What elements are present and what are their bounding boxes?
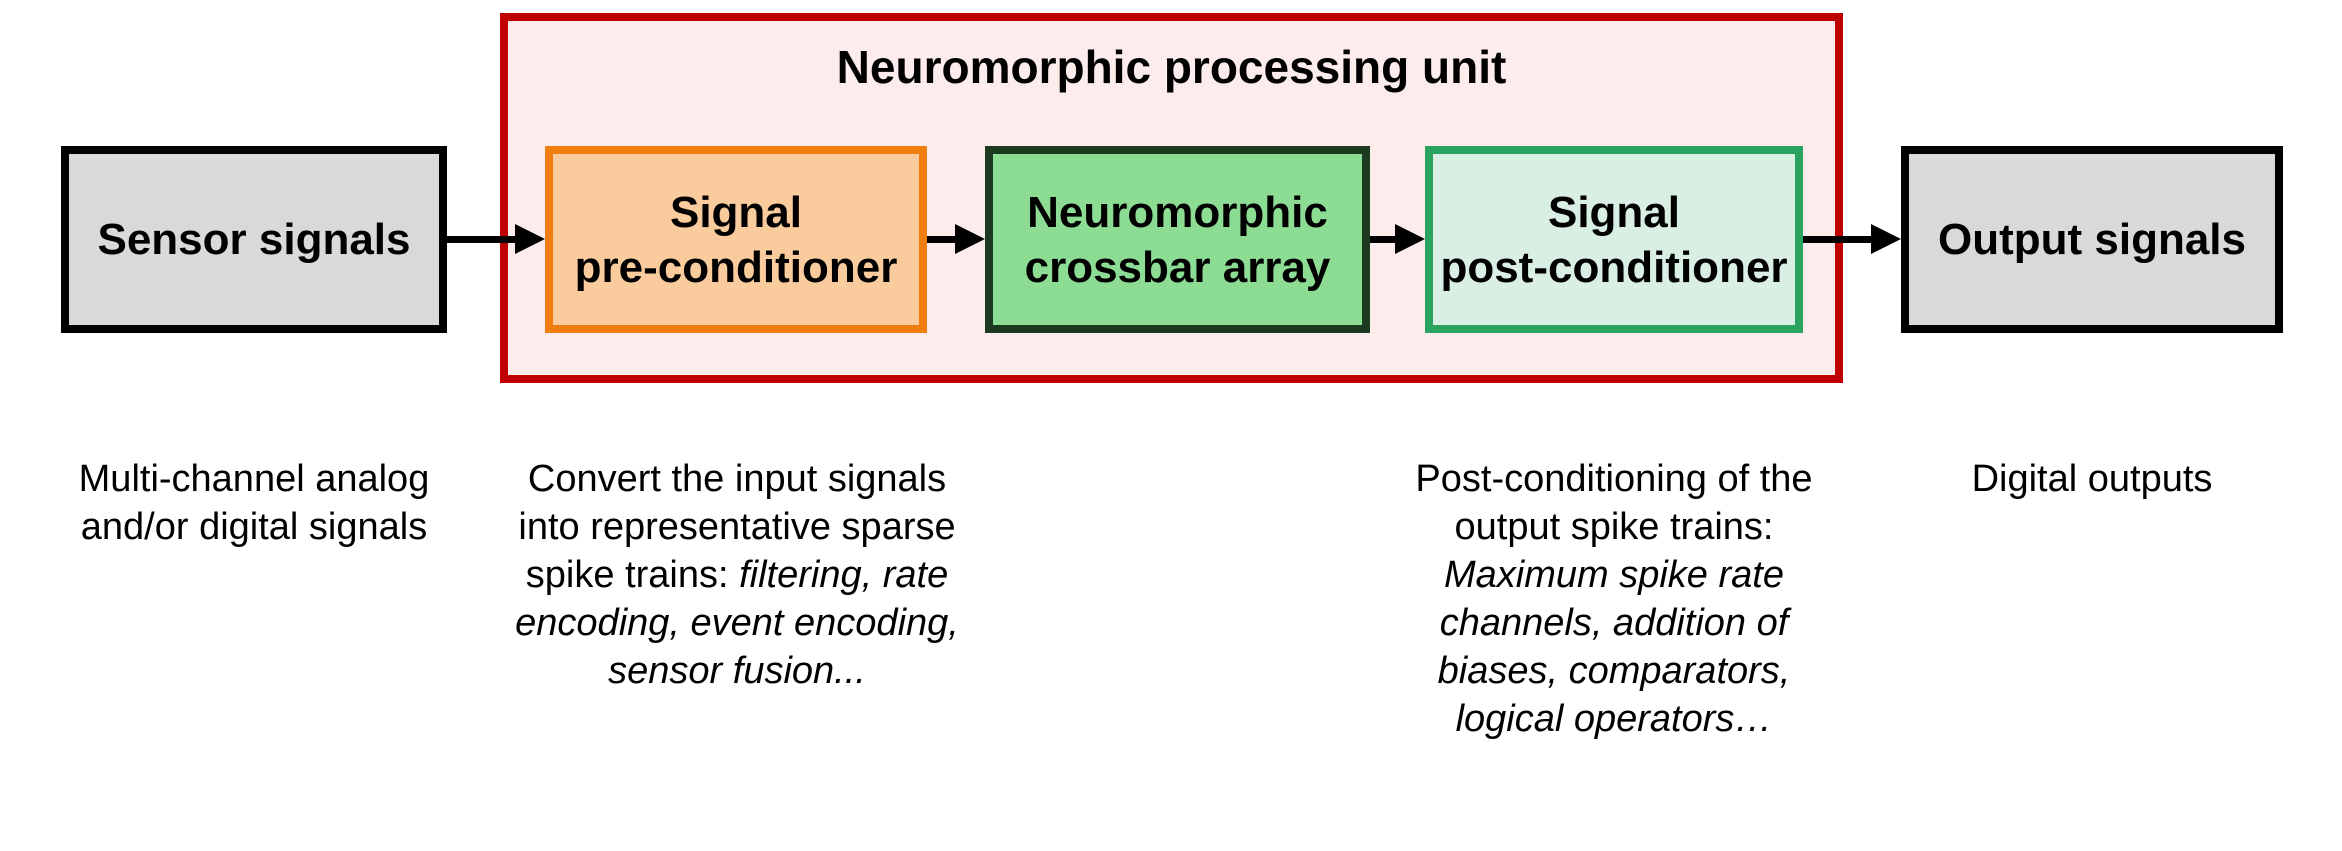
note-line: biases, comparators, bbox=[1437, 650, 1791, 692]
arrow-line bbox=[927, 236, 958, 243]
note-output-signals: Digital outputs bbox=[1842, 455, 2342, 503]
note-line: logical operators… bbox=[1455, 698, 1773, 740]
arrow-right-icon bbox=[515, 224, 545, 254]
note-line: spike trains: filtering, rate bbox=[525, 554, 949, 596]
neuromorphic-processing-unit-title: Neuromorphic processing unit bbox=[836, 41, 1507, 93]
arrow-line bbox=[1370, 236, 1398, 243]
arrow-right-icon bbox=[1871, 224, 1901, 254]
output-signals-box: Output signals bbox=[1901, 146, 2283, 333]
note-line: into representative sparse bbox=[518, 506, 956, 548]
neuromorphic-crossbar-array-box: Neuromorphic crossbar array bbox=[985, 146, 1370, 333]
note-post-conditioner: Post-conditioning of the output spike tra… bbox=[1364, 455, 1864, 743]
note-line: Post-conditioning of the bbox=[1415, 458, 1813, 500]
arrow-right-icon bbox=[1395, 224, 1425, 254]
note-line: channels, addition of bbox=[1439, 602, 1789, 644]
note-line: encoding, event encoding, bbox=[515, 602, 959, 644]
arrow-line bbox=[447, 236, 518, 243]
note-line: and/or digital signals bbox=[80, 506, 428, 548]
arrow-line bbox=[1803, 236, 1874, 243]
note-line: sensor fusion... bbox=[608, 650, 866, 692]
signal-pre-conditioner-box: Signal pre-conditioner bbox=[545, 146, 927, 333]
note-line: Convert the input signals bbox=[527, 458, 947, 500]
note-line: Maximum spike rate bbox=[1444, 554, 1784, 596]
note-line: output spike trains: bbox=[1454, 506, 1774, 548]
note-sensor-signals: Multi-channel analog and/or digital signa… bbox=[14, 455, 494, 551]
sensor-signals-box: Sensor signals bbox=[61, 146, 447, 333]
note-line: Digital outputs bbox=[1971, 458, 2213, 500]
signal-post-conditioner-box: Signal post-conditioner bbox=[1425, 146, 1803, 333]
note-pre-conditioner: Convert the input signals into representa… bbox=[487, 455, 987, 695]
note-line: Multi-channel analog bbox=[78, 458, 430, 500]
arrow-right-icon bbox=[955, 224, 985, 254]
